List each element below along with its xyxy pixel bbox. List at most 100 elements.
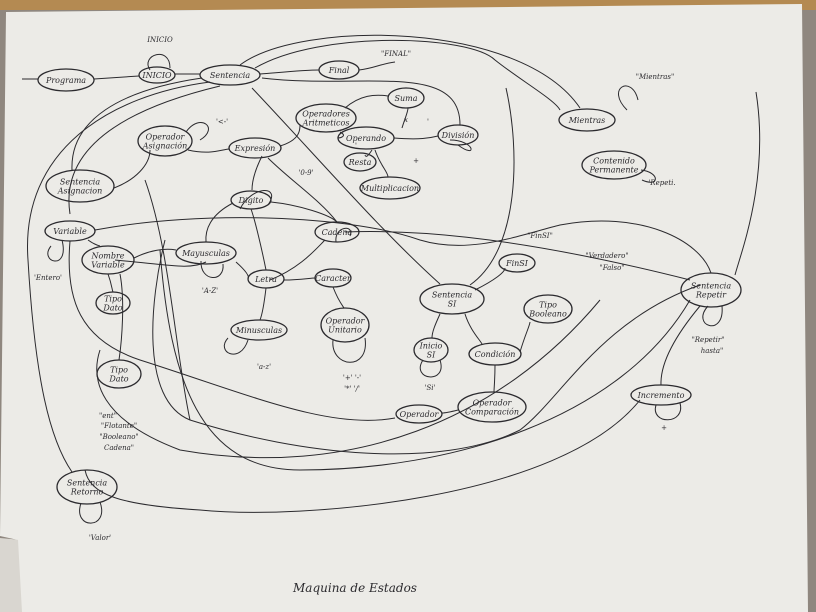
state-label: Sentencia bbox=[432, 291, 473, 300]
transition-arrow bbox=[283, 277, 316, 281]
transition-arrow bbox=[27, 81, 211, 473]
transition-arrow bbox=[68, 240, 396, 421]
state-label: Variable bbox=[91, 261, 125, 270]
state-outline bbox=[295, 103, 357, 133]
state-outline bbox=[413, 337, 449, 363]
state-outline bbox=[81, 245, 135, 275]
transition-arrow bbox=[96, 299, 601, 459]
transition-arrow bbox=[152, 239, 701, 455]
transition-label: 'Si' bbox=[425, 384, 436, 392]
transition-arrow bbox=[205, 202, 234, 243]
self-loop-arrow bbox=[200, 260, 224, 278]
transition-arrow bbox=[374, 149, 389, 178]
state-outline bbox=[230, 319, 288, 341]
state-operador: Operador bbox=[395, 404, 443, 424]
transition-label: + bbox=[413, 157, 419, 165]
state-outline bbox=[138, 66, 176, 84]
state-cadena: Cadena bbox=[314, 221, 360, 243]
transition-arrow bbox=[251, 87, 441, 285]
transition-label: + bbox=[661, 424, 667, 432]
states: Programa INICIO Sentencia FinalMientrasCont… bbox=[37, 60, 742, 505]
state-outline bbox=[247, 269, 285, 289]
transition-label: "Booleano" bbox=[99, 433, 138, 441]
transition-arrow bbox=[261, 77, 461, 126]
transition-label: hasta" bbox=[701, 347, 723, 355]
transition-arrow bbox=[133, 248, 177, 259]
state-label: Tipo bbox=[110, 366, 128, 375]
state-label: Mayusculas bbox=[181, 249, 230, 258]
transition-label: '0-9' bbox=[298, 169, 313, 177]
transitions bbox=[22, 34, 761, 513]
state-label: Dato bbox=[102, 304, 122, 313]
transition-arrow bbox=[93, 75, 140, 80]
transition-arrow bbox=[254, 39, 561, 111]
self-loop-arrow bbox=[223, 337, 249, 355]
state-outline bbox=[359, 176, 421, 200]
state-resta: Resta bbox=[343, 152, 377, 172]
state-label: Unitario bbox=[328, 326, 362, 335]
state-outline bbox=[498, 253, 536, 273]
state-label: División bbox=[441, 131, 475, 140]
state-label: Sentencia bbox=[67, 479, 108, 488]
transition-labels: INICIO"FINAL"'<-'"Mientras"'Repeti.'0-9'… bbox=[34, 36, 724, 542]
transition-arrow bbox=[519, 321, 531, 353]
state-outline bbox=[45, 169, 115, 203]
state-outline bbox=[630, 384, 692, 406]
transition-label: INICIO bbox=[146, 36, 173, 44]
state-label: Minusculas bbox=[235, 326, 282, 335]
state-label: Programa bbox=[45, 76, 86, 85]
state-letra: Letra bbox=[247, 269, 285, 289]
state-label: Operador bbox=[146, 133, 186, 142]
transition-arrow bbox=[118, 273, 124, 361]
state-outline bbox=[230, 190, 272, 210]
paper-sheet bbox=[0, 4, 808, 612]
state-final: Final bbox=[318, 60, 360, 80]
state-label: Resta bbox=[348, 158, 372, 167]
state-suma: Suma bbox=[387, 87, 425, 109]
self-loop-arrow bbox=[654, 402, 682, 421]
state-label: Tipo bbox=[104, 295, 122, 304]
state-label: Permanente bbox=[589, 166, 639, 175]
state-label: Operando bbox=[346, 134, 386, 143]
state-label: SI bbox=[427, 351, 436, 360]
state-outline bbox=[95, 291, 131, 315]
state-operando: Operando bbox=[337, 126, 395, 150]
state-label: Inicio bbox=[419, 342, 443, 351]
state-label: FinSI bbox=[505, 259, 529, 268]
state-minusculas: Minusculas bbox=[230, 319, 288, 341]
state-mientras: Mientras bbox=[558, 108, 616, 132]
state-label: Repetir bbox=[695, 291, 727, 300]
state-label: Digito bbox=[238, 196, 264, 205]
state-outline bbox=[581, 150, 647, 180]
state-outline bbox=[343, 152, 377, 172]
state-inicio: INICIO bbox=[138, 66, 176, 84]
state-outline bbox=[96, 359, 142, 389]
self-loop-arrow bbox=[702, 305, 723, 327]
state-outline bbox=[314, 221, 360, 243]
transition-arrow bbox=[358, 61, 396, 71]
state-outline bbox=[199, 64, 261, 86]
transition-arrow bbox=[279, 124, 301, 147]
transition-label: "Flotante" bbox=[101, 422, 137, 430]
state-outline bbox=[419, 283, 485, 315]
transition-label: '*' '/' bbox=[344, 385, 360, 393]
transition-label: ' bbox=[355, 142, 357, 150]
state-label: Multiplicacion bbox=[360, 184, 419, 193]
transition-arrow bbox=[401, 107, 409, 129]
transition-arrow bbox=[267, 157, 338, 223]
state-label: Operador bbox=[326, 317, 366, 326]
state-label: Cadena bbox=[322, 228, 353, 237]
transition-arrow bbox=[493, 364, 496, 393]
state-label: Sentencia bbox=[60, 178, 101, 187]
state-division: División bbox=[437, 124, 479, 146]
state-outline bbox=[175, 241, 237, 265]
state-label: Nombre bbox=[90, 252, 124, 261]
